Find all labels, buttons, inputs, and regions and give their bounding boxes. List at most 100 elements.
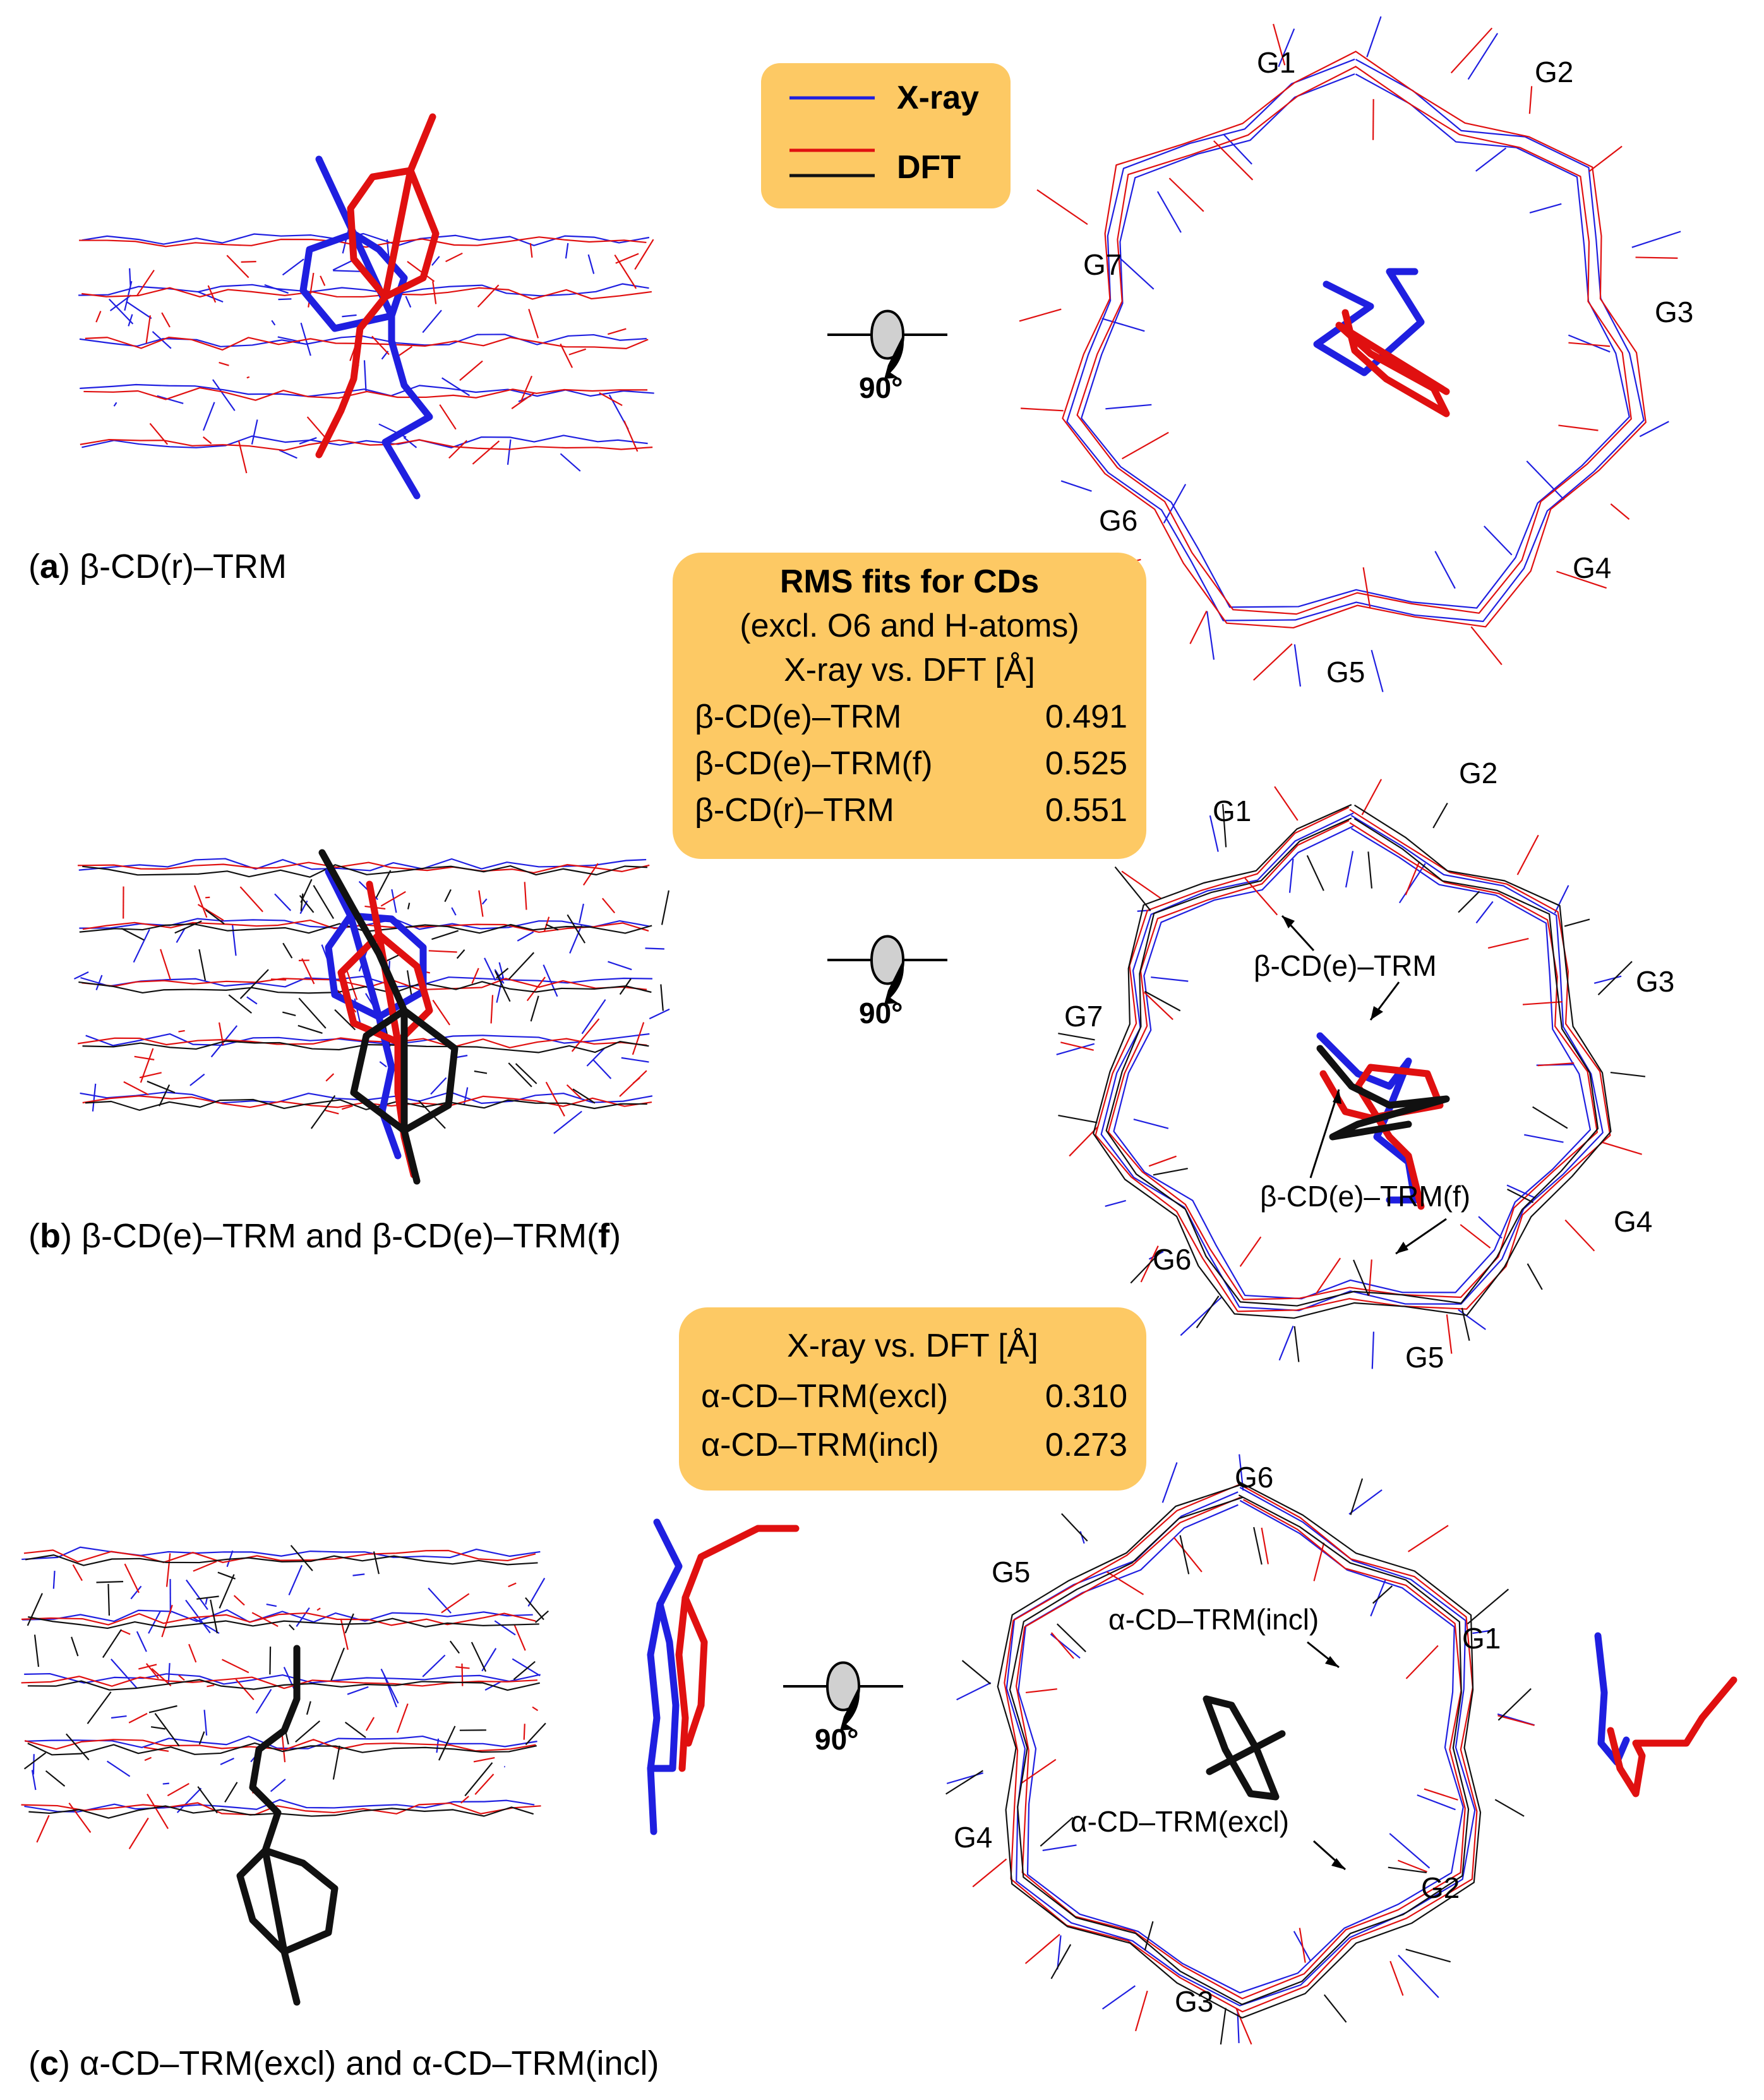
cd-side-bond (623, 420, 639, 452)
cd-side-bond (205, 1597, 208, 1605)
macrocycle-substituent (1213, 140, 1254, 181)
macrocycle-substituent (1180, 1297, 1222, 1336)
cd-side-bond (66, 1733, 90, 1761)
cd-side-bond (271, 320, 276, 326)
cd-side-bond (157, 395, 184, 404)
cd-side-bond (608, 961, 632, 971)
macrocycle-substituent (1568, 342, 1611, 347)
panel-c-glucose-label-g2: G2 (1421, 1871, 1460, 1904)
rms-box-b-background (673, 553, 1146, 859)
macrocycle-substituent (1101, 1985, 1136, 2010)
cd-side-bond (210, 1599, 219, 1634)
macrocycle-substituent (1371, 1331, 1375, 1369)
macrocycle-substituent (1057, 1935, 1062, 1970)
cd-side-bond (193, 1561, 217, 1572)
cd-side-bond (614, 254, 637, 289)
cd-side-bond (107, 1583, 111, 1616)
rms-box-c-row-name: α-CD–TRM(incl) (701, 1427, 939, 1463)
macrocycle-substituent (1639, 421, 1669, 438)
macrocycle-substituent (1367, 851, 1373, 889)
macrocycle-substituent (1057, 1623, 1086, 1653)
cd-side-bond (517, 931, 534, 942)
cd-side-bond (198, 949, 207, 981)
macrocycle-substituent (1278, 1326, 1294, 1361)
cd-side-trace (21, 1676, 537, 1689)
panel-b-guest-xray (325, 868, 427, 1160)
cd-side-trace (25, 1735, 537, 1749)
macrocycle-substituent (1494, 1799, 1525, 1817)
macrocycle-substituent (1042, 1844, 1077, 1852)
cd-side-bond (31, 1770, 37, 1791)
panel-a-glucose-label-g2: G2 (1535, 56, 1573, 88)
cd-side-bond (246, 376, 250, 379)
panel-c-guest-top-dft-alt-axis (1206, 1730, 1286, 1775)
macrocycle-substituent (1434, 551, 1456, 589)
cd-side-bond (207, 285, 217, 303)
cd-side-bond (239, 969, 269, 999)
panel-c-guest-excl-xray-ring (647, 1600, 680, 1772)
cd-side-bond (251, 419, 258, 445)
panel-c-guest-top (1203, 1695, 1286, 1801)
cd-side-bond (460, 1796, 469, 1804)
macrocycle-substituent (956, 1682, 992, 1701)
cd-side-bond (106, 1760, 131, 1777)
cd-side-trace (24, 1672, 541, 1685)
cd-side-trace (22, 1609, 533, 1623)
cd-side-bond (507, 439, 512, 465)
rotation-icon-a: 90° (827, 309, 947, 404)
macrocycle-substituent (1487, 938, 1529, 949)
panel-a-glucose-label-g3: G3 (1655, 296, 1693, 328)
cd-side-bond (264, 284, 289, 294)
panel-c-cd-top-view (945, 1454, 1535, 2045)
macrocycle-substituent (1144, 990, 1181, 1012)
cd-side-bond (186, 1579, 208, 1611)
macrocycle-substituent (1133, 1119, 1169, 1129)
macrocycle-substituent (1161, 1462, 1178, 1503)
cd-side-bond (515, 1063, 537, 1084)
macrocycle-substituent (1467, 1588, 1509, 1624)
cd-side-bond (197, 291, 224, 303)
cd-side-trace (25, 1554, 538, 1566)
macrocycle-substituent (1528, 86, 1533, 114)
cd-side-bond (33, 1635, 40, 1667)
macrocycle-substituent (1189, 610, 1208, 644)
cd-side-trace (85, 337, 649, 351)
macrocycle-ring-trace (1004, 1483, 1478, 2013)
cd-side-bond (306, 416, 327, 440)
legend-xray-label: X-ray (897, 80, 979, 116)
macrocycle-substituent (1450, 27, 1493, 74)
cd-side-bond (495, 970, 511, 1002)
cd-side-bond (508, 1582, 517, 1588)
cd-side-trace (78, 861, 650, 874)
macrocycle-substituent (1235, 2008, 1252, 2045)
cd-side-bond (511, 392, 536, 409)
macrocycle-substituent (1506, 1184, 1537, 1199)
macrocycle-substituent (1424, 1788, 1458, 1801)
rms-box-b-row-name: β-CD(r)–TRM (695, 792, 894, 829)
rms-box-c: X-ray vs. DFT [Å] α-CD–TRM(excl) 0.310 α… (679, 1307, 1146, 1491)
macrocycle-substituent (1564, 918, 1590, 927)
cd-side-bond (154, 1713, 180, 1747)
cd-side-bond (581, 999, 606, 1035)
macrocycle-substituent (1526, 460, 1565, 501)
macrocycle-substituent (1366, 16, 1382, 57)
cd-side-trace (27, 1742, 537, 1756)
cd-side-bond (526, 976, 546, 1002)
macrocycle-substituent (1432, 802, 1448, 829)
cd-side-bond (136, 270, 155, 296)
cd-side-bond (126, 301, 152, 320)
cd-side-bond (71, 1636, 79, 1657)
panel-b-guest-top-dft (1319, 1064, 1444, 1210)
cd-side-bond (403, 436, 417, 448)
cd-side-bond (569, 925, 583, 954)
macrocycle-substituent (1537, 1062, 1575, 1067)
macrocycle-ring-trace (1066, 58, 1645, 622)
cd-side-bond (478, 890, 484, 917)
cd-side-bond (281, 1735, 286, 1763)
cd-side-bond (379, 1061, 387, 1067)
cd-side-trace (23, 1549, 536, 1563)
panel-b-glucose-label-g6: G6 (1153, 1243, 1191, 1276)
cd-side-bond (176, 928, 186, 944)
panel-a-guest-top-xray (1313, 268, 1425, 376)
cd-side-trace (81, 287, 652, 300)
